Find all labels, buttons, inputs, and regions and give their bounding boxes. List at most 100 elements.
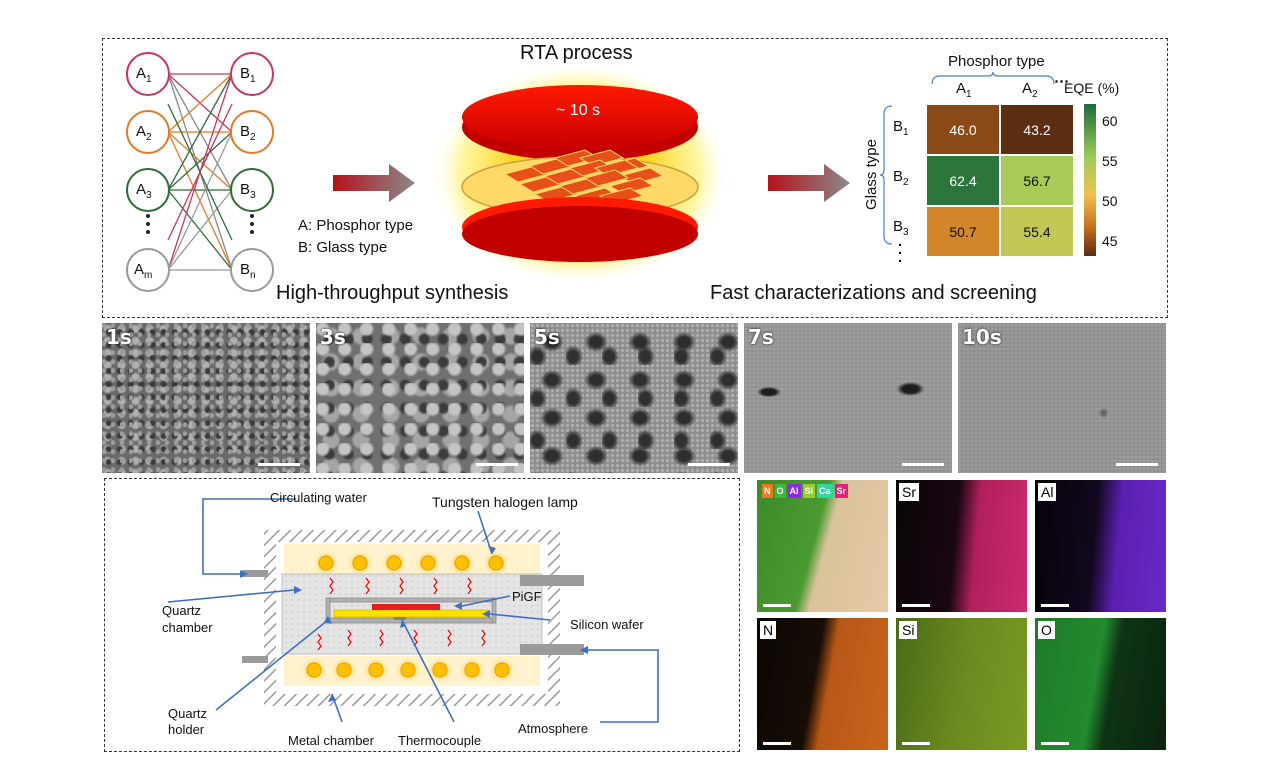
heatmap-row-ellipsis: ··· bbox=[898, 237, 903, 270]
scale-bar bbox=[902, 604, 930, 607]
node-am: Am bbox=[134, 261, 153, 281]
node-b1: B1 bbox=[240, 65, 256, 85]
heatmap-cell: 50.7 bbox=[926, 206, 1000, 257]
label-metal-chamber: Metal chamber bbox=[288, 733, 374, 748]
sem-image-5s: 5s bbox=[530, 323, 738, 473]
heatmap-cell: 55.4 bbox=[1000, 206, 1074, 257]
label-tungsten-lamp: Tungsten halogen lamp bbox=[432, 494, 578, 510]
eds-label: N bbox=[760, 621, 777, 639]
lamps-top bbox=[312, 549, 510, 577]
heatmap-row-label-3: B3 bbox=[893, 218, 909, 238]
scale-bar bbox=[476, 463, 518, 466]
label-quartz-chamber-2: chamber bbox=[162, 620, 213, 635]
rta-apparatus-diagram bbox=[167, 498, 659, 723]
screening-caption: Fast characterizations and screening bbox=[710, 282, 1037, 304]
row-label-3-text: 3 bbox=[903, 227, 909, 238]
eds-legend-item: Al bbox=[787, 484, 801, 498]
label-pigf: PiGF bbox=[512, 589, 542, 604]
scale-bar bbox=[763, 604, 791, 607]
sem-label: 7s bbox=[748, 325, 774, 349]
label-thermocouple: Thermocouple bbox=[398, 733, 482, 748]
x-bracket bbox=[931, 72, 1055, 85]
sem-image-7s: 7s bbox=[744, 323, 952, 473]
colorbar-title: EQE (%) bbox=[1064, 80, 1120, 96]
arrow-right-icon bbox=[333, 164, 415, 202]
eds-map-n: N bbox=[757, 618, 888, 750]
sem-label: 1s bbox=[106, 325, 132, 349]
legend-phosphor: A: Phosphor type bbox=[298, 217, 414, 234]
y-bracket bbox=[880, 105, 893, 245]
label-circulating-water: Circulating water bbox=[270, 490, 367, 505]
phosphor-nodes bbox=[126, 52, 170, 292]
eds-map-o: O bbox=[1035, 618, 1166, 750]
eds-legend-item: Si bbox=[802, 484, 816, 498]
scale-bar bbox=[763, 742, 791, 745]
scale-bar bbox=[902, 742, 930, 745]
heatmap-x-title: Phosphor type bbox=[948, 53, 1045, 70]
label-silicon-wafer: Silicon wafer bbox=[570, 617, 644, 632]
scale-bar bbox=[902, 463, 944, 466]
sem-image-1s: 1s bbox=[102, 323, 310, 473]
colorbar-tick-50: 50 bbox=[1102, 193, 1118, 209]
heatmap-col-label-2: A2 bbox=[1022, 80, 1038, 100]
scale-bar bbox=[688, 463, 730, 466]
scale-bar bbox=[258, 463, 300, 466]
heatmap-ellipsis: ⋯ bbox=[1054, 73, 1070, 90]
node-a1: A1 bbox=[136, 65, 152, 85]
eds-label: Si bbox=[899, 621, 918, 639]
scale-bar bbox=[1041, 604, 1069, 607]
col-label-2-text: 2 bbox=[1032, 89, 1038, 100]
eds-map-al: Al bbox=[1035, 480, 1166, 612]
arrow-right-icon bbox=[768, 164, 850, 202]
sem-image-10s: 10s bbox=[958, 323, 1166, 473]
label-quartz-chamber-1: Quartz bbox=[162, 603, 202, 618]
heatmap-row-label-1: B1 bbox=[893, 118, 909, 138]
apparatus-panel bbox=[104, 478, 740, 752]
rta-heater-illustration bbox=[430, 62, 730, 286]
colorbar bbox=[1084, 104, 1096, 256]
edges bbox=[167, 73, 233, 271]
heatmap-cell: 56.7 bbox=[1000, 155, 1074, 206]
colorbar-tick-60: 60 bbox=[1102, 113, 1118, 129]
eds-legend-item: N bbox=[762, 484, 773, 498]
legend-glass: B: Glass type bbox=[298, 239, 388, 256]
rta-time: ~ 10 s bbox=[556, 102, 601, 119]
eds-legend-item: Sr bbox=[834, 484, 849, 498]
heatmap-col-label-1: A1 bbox=[956, 80, 972, 100]
top-panel bbox=[102, 38, 1168, 318]
node-b3: B3 bbox=[240, 181, 256, 201]
scale-bar bbox=[1116, 463, 1158, 466]
eds-label: Al bbox=[1038, 483, 1057, 501]
col-label-1-text: 1 bbox=[966, 89, 972, 100]
eds-label: Sr bbox=[899, 483, 919, 501]
node-b2: B2 bbox=[240, 123, 256, 143]
glass-nodes bbox=[230, 52, 274, 292]
sem-label: 5s bbox=[534, 325, 560, 349]
eds-label: O bbox=[1038, 621, 1055, 639]
lamps-bottom bbox=[300, 656, 516, 684]
sem-image-3s: 3s bbox=[316, 323, 524, 473]
scale-bar bbox=[1041, 742, 1069, 745]
heatmap-cell: 43.2 bbox=[1000, 104, 1074, 155]
sem-label: 3s bbox=[320, 325, 346, 349]
row-label-2-text: 2 bbox=[903, 177, 909, 188]
label-quartz-holder-2: holder bbox=[168, 722, 205, 737]
synthesis-network bbox=[126, 52, 274, 292]
colorbar-tick-45: 45 bbox=[1102, 233, 1118, 249]
eds-map-sr: Sr bbox=[896, 480, 1027, 612]
sem-label: 10s bbox=[962, 325, 1002, 349]
heatmap-row-label-2: B2 bbox=[893, 168, 909, 188]
colorbar-tick-55: 55 bbox=[1102, 153, 1118, 169]
heatmap-y-title: Glass type bbox=[862, 139, 880, 210]
node-a3: A3 bbox=[136, 181, 152, 201]
eds-legend-item: Ca bbox=[817, 484, 833, 498]
label-quartz-holder-1: Quartz bbox=[168, 706, 208, 721]
node-bn: Bn bbox=[240, 261, 256, 281]
row-label-1-text: 1 bbox=[903, 127, 909, 138]
label-atmosphere: Atmosphere bbox=[518, 721, 589, 736]
node-a2: A2 bbox=[136, 123, 152, 143]
eds-legend-item: O bbox=[774, 484, 786, 498]
